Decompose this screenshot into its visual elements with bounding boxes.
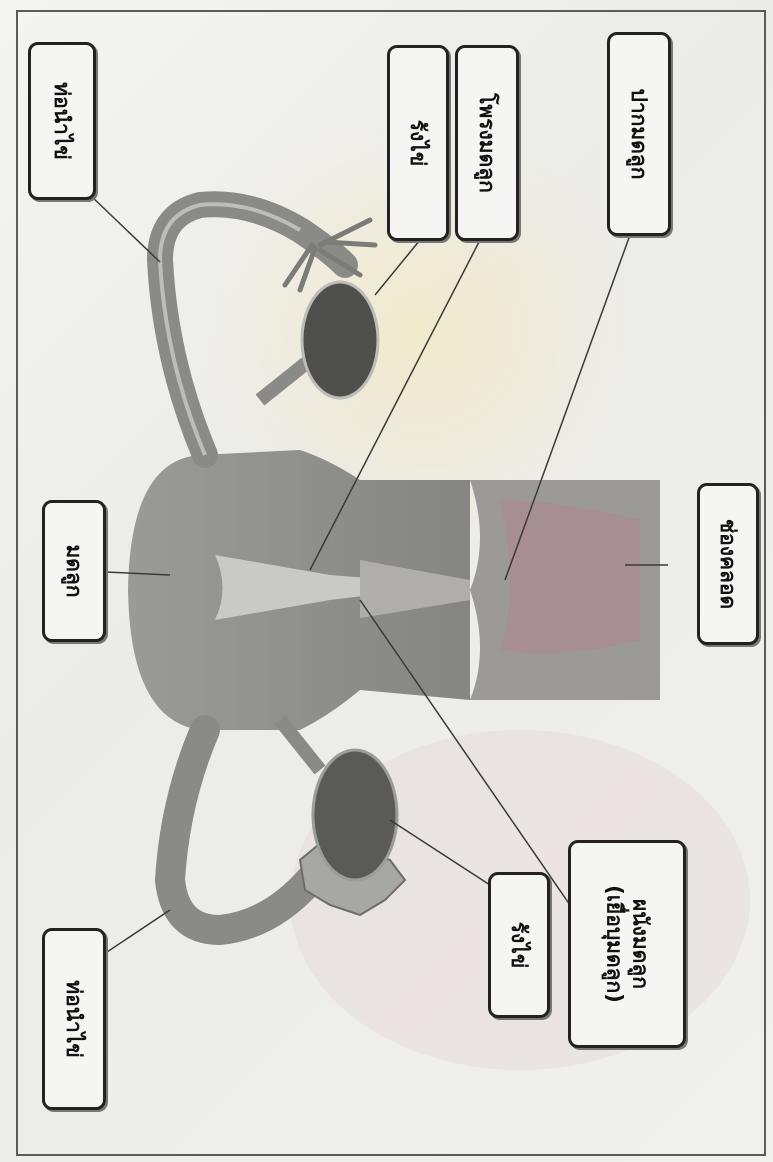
label-cervix-text: ปากมดลูก: [626, 89, 652, 180]
label-fallopian-tube-bottom-text: ท่อนำไข่: [61, 980, 87, 1058]
ovary-bottom-shape: [313, 750, 397, 880]
vagina-inner: [500, 500, 640, 653]
ovary-top-shape: [302, 282, 378, 398]
label-endometrium: ผนังมดลูก (เยื่อบุมดลูก): [568, 840, 686, 1048]
label-uterine-cavity: โพรงมดลูก: [455, 45, 519, 241]
label-endometrium-line2: (เยื่อบุมดลูก): [601, 885, 627, 1003]
label-endometrium-text: ผนังมดลูก (เยื่อบุมดลูก): [601, 885, 654, 1003]
label-cervix: ปากมดลูก: [607, 32, 671, 236]
label-uterine-cavity-text: โพรงมดลูก: [474, 93, 500, 193]
fallopian-tube-bottom-shape: [170, 730, 310, 930]
label-vagina: ช่องคลอด: [697, 483, 759, 645]
label-vagina-text: ช่องคลอด: [715, 519, 741, 609]
label-ovary-bottom-text: รังไข่: [506, 922, 532, 968]
label-fallopian-tube-top-text: ท่อนำไข่: [49, 82, 75, 160]
label-uterus: มดลูก: [42, 500, 106, 642]
label-fallopian-tube-top: ท่อนำไข่: [28, 42, 96, 200]
label-uterus-text: มดลูก: [61, 544, 87, 597]
label-endometrium-line1: ผนังมดลูก: [627, 885, 653, 1003]
label-fallopian-tube-bottom: ท่อนำไข่: [42, 928, 106, 1110]
label-ovary-top: รังไข่: [387, 45, 449, 241]
label-ovary-bottom: รังไข่: [488, 872, 550, 1018]
label-ovary-top-text: รังไข่: [405, 120, 431, 166]
